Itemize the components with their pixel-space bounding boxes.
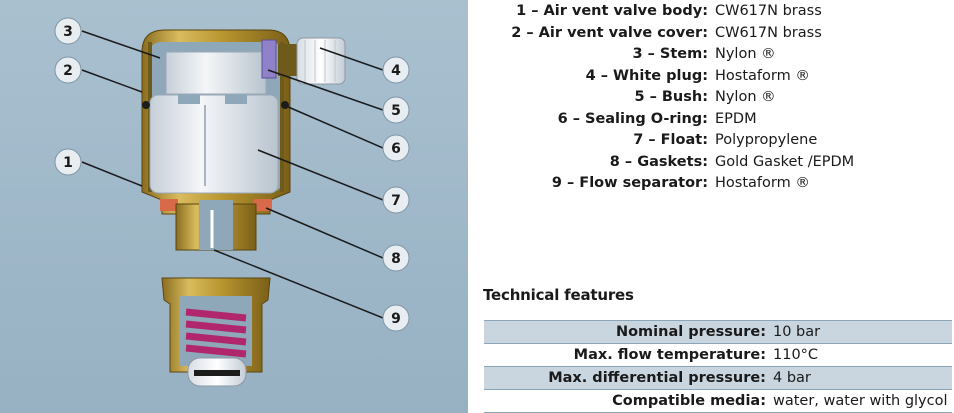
part-label: 8 – Gaskets: [609,154,708,170]
float [149,94,279,194]
callout-markers: 3 2 1 4 5 6 7 8 9 [54,17,410,332]
callout-7 [382,186,410,214]
tech-label: Max. flow temperature: [573,347,766,363]
technical-features-title: Technical features [483,286,634,304]
part-row-9: 9 – Flow separator: Hostaform ® [480,172,954,194]
tech-value: 4 bar [773,370,811,386]
part-value: Hostaform ® [715,175,810,191]
callout-6 [382,134,410,162]
part-row-4: 4 – White plug: Hostaform ® [480,65,954,87]
part-value: Gold Gasket /EPDM [715,154,855,170]
tech-value: water, water with glycol [773,393,948,409]
part-row-3: 3 – Stem: Nylon ® [480,43,954,65]
tech-label: Max. differential pressure: [548,370,766,386]
svg-text:7: 7 [391,193,401,209]
bush [261,39,277,79]
part-label: 6 – Sealing O-ring: [557,111,708,127]
part-value: Hostaform ® [715,68,810,84]
o-ring-left [142,101,150,109]
spring [185,308,247,358]
part-label: 3 – Stem: [632,46,708,62]
tech-value: 10 bar [773,324,821,340]
part-value: CW617N brass [715,25,822,41]
o-ring-right [281,101,289,109]
callout-2 [54,56,82,84]
gasket-left [160,199,178,211]
valve-cutaway-diagram: 3 2 1 4 5 6 7 8 9 [0,0,468,413]
tech-row-nominal-pressure: Nominal pressure: 10 bar [484,320,952,343]
tech-value: 110°C [773,347,819,363]
callout-8 [382,244,410,272]
part-label: 4 – White plug: [585,68,708,84]
part-value: Nylon ® [715,46,776,62]
flow-separator [161,277,271,387]
svg-text:1: 1 [63,155,73,171]
part-label: 2 – Air vent valve cover: [511,25,708,41]
svg-text:6: 6 [391,141,401,157]
part-label: 1 – Air vent valve body: [516,3,708,19]
svg-text:5: 5 [391,103,401,119]
part-value: Polypropylene [715,132,818,148]
tech-label: Nominal pressure: [615,324,766,340]
valve-illustration: 3 2 1 4 5 6 7 8 9 [54,17,410,387]
svg-text:9: 9 [391,311,401,327]
part-value: CW617N brass [715,3,822,19]
part-row-2: 2 – Air vent valve cover: CW617N brass [480,22,954,44]
tech-row-max-flow-temperature: Max. flow temperature: 110°C [484,343,952,366]
tech-row-compatible-media: Compatible media: water, water with glyc… [484,389,952,413]
part-label: 7 – Float: [633,132,708,148]
part-value: Nylon ® [715,89,776,105]
white-plug [278,37,346,85]
part-label: 5 – Bush: [634,89,708,105]
svg-text:2: 2 [63,63,73,79]
part-row-5: 5 – Bush: Nylon ® [480,86,954,108]
callout-4 [382,56,410,84]
tech-label: Compatible media: [612,393,766,409]
stem [165,51,267,104]
part-value: EPDM [715,111,757,127]
callout-3 [54,17,82,45]
part-row-6: 6 – Sealing O-ring: EPDM [480,108,954,130]
part-row-8: 8 – Gaskets: Gold Gasket /EPDM [480,151,954,173]
svg-text:8: 8 [391,251,401,267]
callout-5 [382,96,410,124]
leader-lines [81,30,384,319]
svg-text:4: 4 [391,63,401,79]
part-label: 9 – Flow separator: [551,175,708,191]
part-row-1: 1 – Air vent valve body: CW617N brass [480,0,954,22]
callout-1 [54,148,82,176]
callout-9 [382,304,410,332]
threaded-neck [175,200,257,251]
svg-text:3: 3 [63,24,73,40]
tech-row-max-differential-pressure: Max. differential pressure: 4 bar [484,366,952,389]
part-row-7: 7 – Float: Polypropylene [480,129,954,151]
